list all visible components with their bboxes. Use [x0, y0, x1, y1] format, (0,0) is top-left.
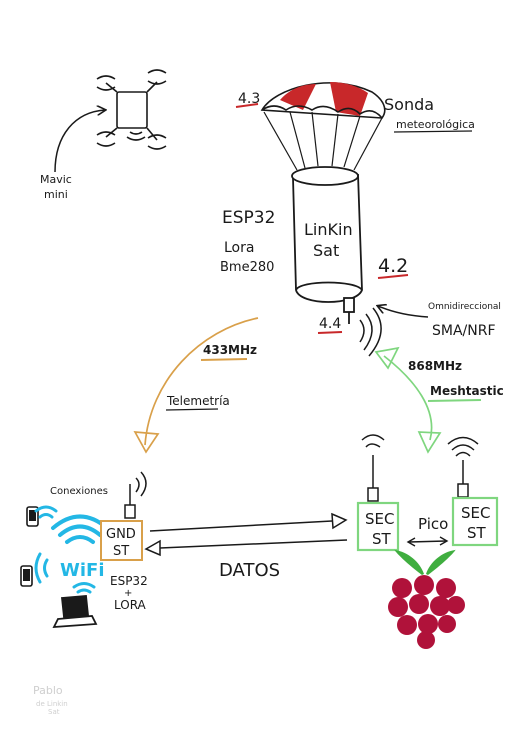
cansat-label-line1: LinKin [304, 220, 353, 239]
sec-station-left-line1: SEC [365, 510, 394, 528]
ref-antenna-underline [317, 331, 343, 334]
drone-icon [96, 69, 167, 150]
sec-station-antenna-left-icon [361, 434, 385, 502]
wifi-icon [51, 514, 109, 544]
signature-line1: Pablo [33, 684, 63, 697]
balloon-label-underline [393, 130, 473, 133]
ground-antenna-icon [124, 471, 147, 519]
ref-balloon: 4.3 [238, 91, 260, 107]
meshtastic-arrowhead-top [374, 346, 400, 370]
ref-can-underline [377, 274, 409, 279]
link-433-underline [200, 358, 248, 361]
telemetry-arrowhead [133, 431, 160, 454]
data-link-arrow [144, 512, 348, 557]
wifi-small-icon-bottom [72, 582, 96, 594]
sec-station-right-line2: ST [467, 524, 487, 542]
drone-arrow [54, 110, 105, 173]
ground-station-label-line2: ST [113, 544, 129, 559]
meshtastic-link-arrow [383, 355, 433, 441]
antenna-type-line2: SMA/NRF [432, 323, 496, 339]
parachute-icon [260, 82, 386, 171]
signature-line2: de Linkin [36, 700, 68, 708]
pico-link-arrow [406, 536, 449, 547]
meshtastic-label: Meshtastic [430, 384, 504, 398]
wifi-label: WiFi [60, 560, 105, 581]
cansat-signal-icon [359, 307, 382, 357]
ground-station-box [100, 520, 143, 561]
telemetry-label: Telemetría [166, 394, 230, 408]
ref-balloon-underline [235, 103, 259, 108]
drone-label-line2: mini [44, 188, 68, 201]
antenna-arrow [378, 306, 429, 318]
link-433-label: 433MHz [203, 343, 257, 357]
sec-station-antenna-right-icon [447, 436, 479, 498]
wifi-small-icon-top [34, 505, 58, 519]
data-label: DATOS [219, 560, 280, 581]
antenna-type-line1: Omnidireccional [428, 302, 501, 312]
sec-station-left-box [356, 501, 400, 552]
payload-radio: Lora [224, 240, 254, 256]
raspberry-pi-icon [388, 549, 465, 649]
sec-station-right-line1: SEC [461, 504, 490, 522]
balloon-label-line2: meteorológica [396, 118, 475, 131]
wifi-small-icon-left [34, 552, 49, 584]
connections-label: Conexiones [50, 486, 108, 497]
balloon-label-line1: Sonda [384, 95, 434, 114]
ground-board-line1: ESP32 [110, 574, 148, 588]
pico-label: Pico [418, 515, 448, 533]
ref-antenna: 4.4 [319, 316, 341, 332]
sec-station-left-line2: ST [372, 530, 392, 548]
signature-line3: Sat [48, 708, 60, 716]
ground-station-label-line1: GND [106, 527, 136, 542]
telemetry-underline [165, 408, 219, 411]
link-868-label: 868MHz [408, 359, 462, 373]
meshtastic-underline [427, 399, 482, 402]
telemetry-link-arrow [144, 317, 259, 446]
cansat-icon [291, 166, 363, 324]
meshtastic-arrowhead-bottom [417, 431, 442, 454]
ground-board-line3: LORA [114, 598, 147, 612]
ref-can: 4.2 [378, 255, 408, 277]
ground-board-line2: + [124, 588, 132, 599]
sec-station-right-box [451, 496, 499, 547]
payload-sensor: Bme280 [220, 260, 274, 275]
payload-mcu: ESP32 [222, 208, 275, 228]
drone-label-line1: Mavic [40, 173, 72, 186]
laptop-icon [52, 595, 98, 629]
cansat-label-line2: Sat [313, 241, 339, 260]
